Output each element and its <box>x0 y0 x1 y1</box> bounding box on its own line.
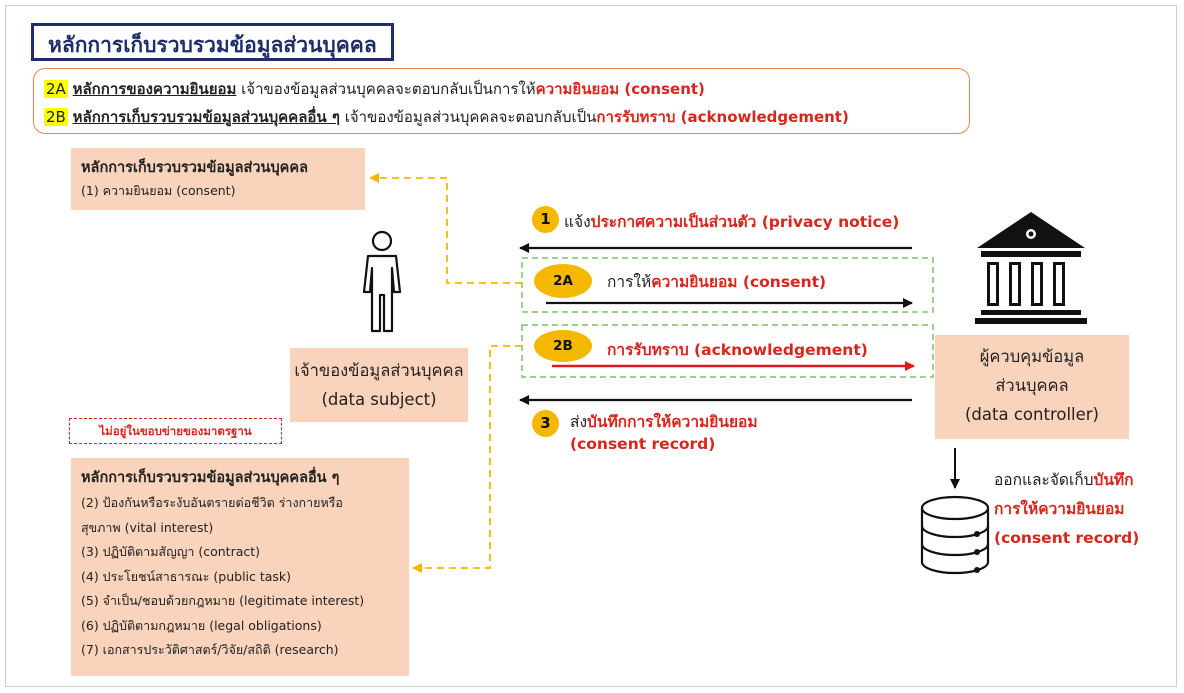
step-1-badge: 1 <box>532 206 559 233</box>
acknowledgement-connector <box>412 345 522 573</box>
storage-highlight: บันทึก <box>1093 471 1134 489</box>
step-1-prefix: แจ้ง <box>564 213 591 231</box>
storage-prefix: ออกและจัดเก็บ <box>994 471 1094 489</box>
data-controller-line2: ส่วนบุคคล <box>995 376 1069 395</box>
basis-public-task: (4) ประโยชน์สาธารณะ (public task) <box>81 568 292 584</box>
storage-line2: การให้ความยินยอม <box>994 500 1125 518</box>
legend-2b-highlight: การรับทราบ (acknowledgement) <box>596 108 849 126</box>
page-title: หลักการเก็บรวบรวมข้อมูลส่วนบุคคล <box>31 23 394 61</box>
step-1-label: แจ้งประกาศความเป็นส่วนตัว (privacy notic… <box>564 209 899 234</box>
storage-line3: (consent record) <box>994 529 1140 547</box>
step-2a-prefix: การให้ <box>607 273 652 291</box>
storage-label: ออกและจัดเก็บบันทึก การให้ความยินยอม (co… <box>994 466 1139 553</box>
step-3-badge: 3 <box>532 410 559 437</box>
data-controller-line3: (data controller) <box>965 405 1099 424</box>
person-icon <box>362 230 402 333</box>
legend-box: 2A หลักการของความยินยอม เจ้าของข้อมูลส่ว… <box>33 68 970 134</box>
data-subject-english: (data subject) <box>321 390 437 409</box>
data-controller-box: ผู้ควบคุมข้อมูล ส่วนบุคคล (data controll… <box>935 335 1129 439</box>
step-2b-badge: 2B <box>534 330 592 362</box>
legend-row-2b: 2B หลักการเก็บรวบรวมข้อมูลส่วนบุคคลอื่น … <box>44 105 849 129</box>
basis-legitimate-interest: (5) จำเป็น/ชอบด้วยกฎหมาย (legitimate int… <box>81 593 365 608</box>
legend-row-2a: 2A หลักการของความยินยอม เจ้าของข้อมูลส่ว… <box>44 77 705 101</box>
legend-2a-highlight: ความยินยอม (consent) <box>535 80 705 98</box>
database-icon <box>920 495 990 575</box>
basis-vital-interest-cont: สุขภาพ (vital interest) <box>81 519 214 535</box>
outer-frame <box>5 5 1177 687</box>
basis-vital-interest: (2) ป้องกันหรือระงับอันตรายต่อชีวิต ร่าง… <box>81 495 343 510</box>
legend-2a-heading: หลักการของความยินยอม <box>72 80 237 98</box>
consent-basis-item: (1) ความยินยอม (consent) <box>81 183 236 198</box>
out-of-scope-label: ไม่อยู่ในขอบข่ายของมาตรฐาน <box>69 418 282 444</box>
step-3-prefix: ส่ง <box>570 413 588 431</box>
step-3-highlight: บันทึกการให้ความยินยอม <box>587 413 758 431</box>
data-subject-box: เจ้าของข้อมูลส่วนบุคคล (data subject) <box>290 348 468 422</box>
tag-2a: 2A <box>44 80 68 98</box>
step-2a-badge: 2A <box>534 264 592 298</box>
other-bases-heading: หลักการเก็บรวบรวมข้อมูลส่วนบุคคลอื่น ๆ <box>81 470 340 486</box>
legend-2a-text: เจ้าของข้อมูลส่วนบุคคลจะตอบกลับเป็นการให… <box>236 80 536 98</box>
consent-group-box <box>521 257 934 313</box>
data-controller-line1: ผู้ควบคุมข้อมูล <box>979 347 1085 366</box>
step-2a-label: การให้ความยินยอม (consent) <box>607 269 826 294</box>
consent-basis-heading: หลักการเก็บรวบรวมข้อมูลส่วนบุคคล <box>81 160 308 176</box>
step-1-highlight: ประกาศความเป็นส่วนตัว (privacy notice) <box>590 213 900 231</box>
data-subject-thai: เจ้าของข้อมูลส่วนบุคคล <box>294 361 464 380</box>
bank-pillar-gaps <box>990 265 1062 303</box>
acknowledgement-group-box <box>521 324 934 378</box>
basis-contract: (3) ปฏิบัติตามสัญญา (contract) <box>81 544 261 559</box>
consent-basis-box: หลักการเก็บรวบรวมข้อมูลส่วนบุคคล (1) ควา… <box>71 148 365 210</box>
step-2a-highlight: ความยินยอม (consent) <box>651 273 827 291</box>
tag-2b: 2B <box>44 108 68 126</box>
other-bases-box: หลักการเก็บรวบรวมข้อมูลส่วนบุคคลอื่น ๆ (… <box>71 458 409 676</box>
basis-legal-obligations: (6) ปฏิบัติตามกฎหมาย (legal obligations) <box>81 617 322 633</box>
consent-connector <box>369 173 522 284</box>
step-3-line2: (consent record) <box>570 435 716 453</box>
step-2b-label: การรับทราบ (acknowledgement) <box>607 341 868 359</box>
basis-research: (7) เอกสารประวัติศาสตร์/วิจัย/สถิติ (res… <box>81 642 339 657</box>
legend-2b-heading: หลักการเก็บรวบรวมข้อมูลส่วนบุคคลอื่น ๆ <box>72 108 340 126</box>
legend-2b-text: เจ้าของข้อมูลส่วนบุคคลจะตอบกลับเป็น <box>339 108 597 126</box>
step-3-label: ส่งบันทึกการให้ความยินยอม (consent recor… <box>570 411 758 455</box>
